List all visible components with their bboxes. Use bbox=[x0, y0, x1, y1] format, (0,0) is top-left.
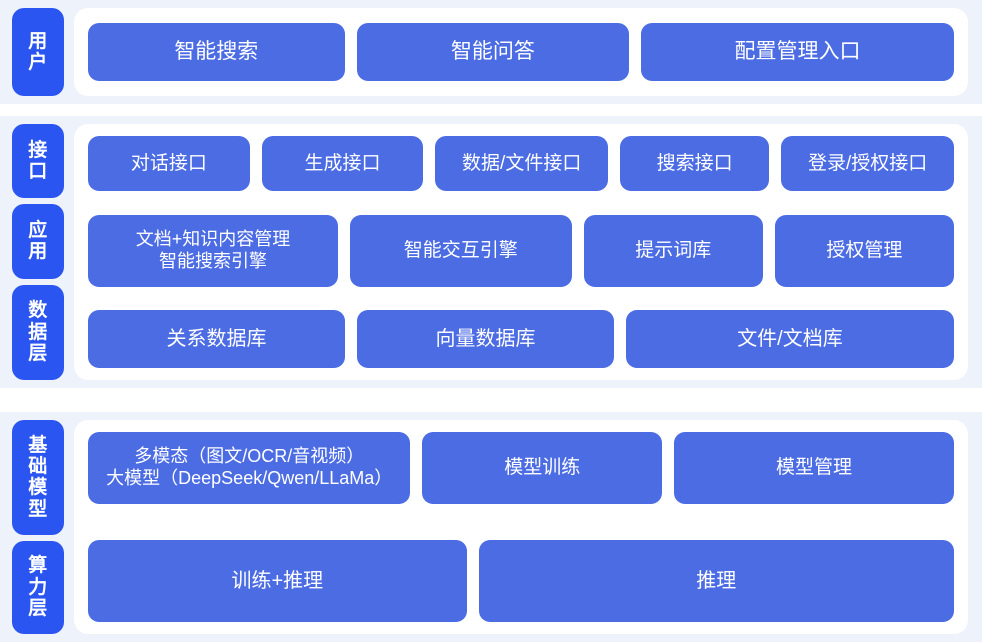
chip-training-and-inference[interactable]: 训练+推理 bbox=[88, 540, 467, 622]
row-application: 文档+知识内容管理 智能搜索引擎 智能交互引擎 提示词库 授权管理 bbox=[88, 214, 955, 287]
rail-tab-compute-layer[interactable]: 算力层 bbox=[12, 540, 64, 635]
chip-dialog-interface-label: 对话接口 bbox=[130, 152, 207, 174]
rail-tab-data-layer[interactable]: 数据层 bbox=[12, 284, 64, 381]
chip-model-management[interactable]: 模型管理 bbox=[674, 432, 954, 504]
section-middle-layers: 接口 应用 数据层 对话接口 生成接口 数据/文件接口 bbox=[0, 116, 982, 388]
rail-user: 用户 bbox=[12, 8, 64, 96]
section-foundation-layers: 基础模型 算力层 多模态（图文/OCR/音视频） 大模型（DeepSeek/Qw… bbox=[0, 412, 982, 642]
rail-tab-interface-label: 接口 bbox=[28, 139, 48, 183]
chip-document-knowledge-management-label: 文档+知识内容管理 智能搜索引擎 bbox=[135, 228, 291, 271]
chip-vector-database-label: 向量数据库 bbox=[435, 327, 536, 350]
chip-relational-database[interactable]: 关系数据库 bbox=[88, 310, 345, 368]
chip-multimodal-large-model[interactable]: 多模态（图文/OCR/音视频） 大模型（DeepSeek/Qwen/LLaMa） bbox=[88, 432, 411, 504]
rail-tab-data-layer-label: 数据层 bbox=[28, 300, 48, 364]
chip-inference-label: 推理 bbox=[696, 569, 737, 592]
chip-login-auth-interface-label: 登录/授权接口 bbox=[807, 152, 928, 174]
rail-tab-interface[interactable]: 接口 bbox=[12, 124, 64, 199]
chip-dialog-interface[interactable]: 对话接口 bbox=[88, 136, 250, 191]
chip-file-document-store[interactable]: 文件/文档库 bbox=[625, 310, 954, 368]
chip-data-file-interface[interactable]: 数据/文件接口 bbox=[435, 136, 609, 191]
chip-search-interface-label: 搜索接口 bbox=[656, 152, 733, 174]
chip-generation-interface[interactable]: 生成接口 bbox=[261, 136, 424, 191]
chip-multimodal-large-model-label: 多模态（图文/OCR/音视频） 大模型（DeepSeek/Qwen/LLaMa） bbox=[106, 446, 393, 488]
chip-data-file-interface-label: 数据/文件接口 bbox=[462, 152, 582, 174]
chip-authorization-management[interactable]: 授权管理 bbox=[774, 214, 955, 287]
rail-middle: 接口 应用 数据层 bbox=[12, 124, 64, 381]
rail-tab-foundation-model-label: 基础模型 bbox=[28, 434, 48, 520]
panel-middle: 对话接口 生成接口 数据/文件接口 搜索接口 登录/授权接口 文档+知识内容管理… bbox=[74, 124, 968, 380]
chip-smart-search-label: 智能搜索 bbox=[174, 40, 259, 64]
chip-smart-interaction-engine-label: 智能交互引擎 bbox=[403, 239, 518, 261]
row-data-stores: 关系数据库 向量数据库 文件/文档库 bbox=[88, 310, 954, 368]
chip-search-interface[interactable]: 搜索接口 bbox=[620, 136, 770, 191]
chip-login-auth-interface[interactable]: 登录/授权接口 bbox=[781, 136, 954, 191]
rail-tab-application[interactable]: 应用 bbox=[12, 204, 64, 279]
rail-tab-application-label: 应用 bbox=[28, 220, 48, 263]
row-user-entries: 智能搜索 智能问答 配置管理入口 bbox=[88, 23, 954, 81]
chip-model-management-label: 模型管理 bbox=[776, 457, 853, 479]
chip-smart-qa[interactable]: 智能问答 bbox=[356, 23, 630, 81]
rail-tab-user[interactable]: 用户 bbox=[12, 8, 64, 96]
rail-tab-foundation-model[interactable]: 基础模型 bbox=[12, 420, 64, 535]
rail-base: 基础模型 算力层 bbox=[12, 420, 64, 635]
chip-prompt-library-label: 提示词库 bbox=[635, 239, 712, 261]
chip-relational-database-label: 关系数据库 bbox=[166, 327, 267, 350]
chip-model-training[interactable]: 模型训练 bbox=[422, 432, 663, 504]
chip-smart-interaction-engine[interactable]: 智能交互引擎 bbox=[349, 214, 572, 287]
chip-config-management-entry[interactable]: 配置管理入口 bbox=[641, 23, 954, 81]
chip-smart-search[interactable]: 智能搜索 bbox=[88, 23, 345, 81]
chip-config-management-entry-label: 配置管理入口 bbox=[734, 40, 861, 64]
row-interface: 对话接口 生成接口 数据/文件接口 搜索接口 登录/授权接口 bbox=[88, 136, 954, 191]
section-user-layer: 用户 智能搜索 智能问答 配置管理入口 bbox=[0, 0, 982, 104]
chip-file-document-store-label: 文件/文档库 bbox=[737, 327, 843, 350]
chip-prompt-library[interactable]: 提示词库 bbox=[583, 214, 763, 287]
chip-document-knowledge-management[interactable]: 文档+知识内容管理 智能搜索引擎 bbox=[88, 214, 338, 287]
chip-smart-qa-label: 智能问答 bbox=[450, 40, 535, 64]
chip-training-and-inference-label: 训练+推理 bbox=[231, 569, 324, 592]
chip-authorization-management-label: 授权管理 bbox=[826, 239, 903, 261]
rail-tab-user-label: 用户 bbox=[28, 30, 48, 73]
rail-tab-compute-layer-label: 算力层 bbox=[28, 555, 48, 619]
panel-base: 多模态（图文/OCR/音视频） 大模型（DeepSeek/Qwen/LLaMa）… bbox=[74, 420, 968, 634]
chip-generation-interface-label: 生成接口 bbox=[304, 152, 381, 174]
chip-vector-database[interactable]: 向量数据库 bbox=[356, 310, 614, 368]
row-models: 多模态（图文/OCR/音视频） 大模型（DeepSeek/Qwen/LLaMa）… bbox=[88, 432, 954, 504]
row-compute: 训练+推理 推理 bbox=[88, 540, 954, 622]
panel-user: 智能搜索 智能问答 配置管理入口 bbox=[74, 8, 968, 96]
chip-inference[interactable]: 推理 bbox=[478, 540, 954, 622]
chip-model-training-label: 模型训练 bbox=[504, 457, 581, 479]
